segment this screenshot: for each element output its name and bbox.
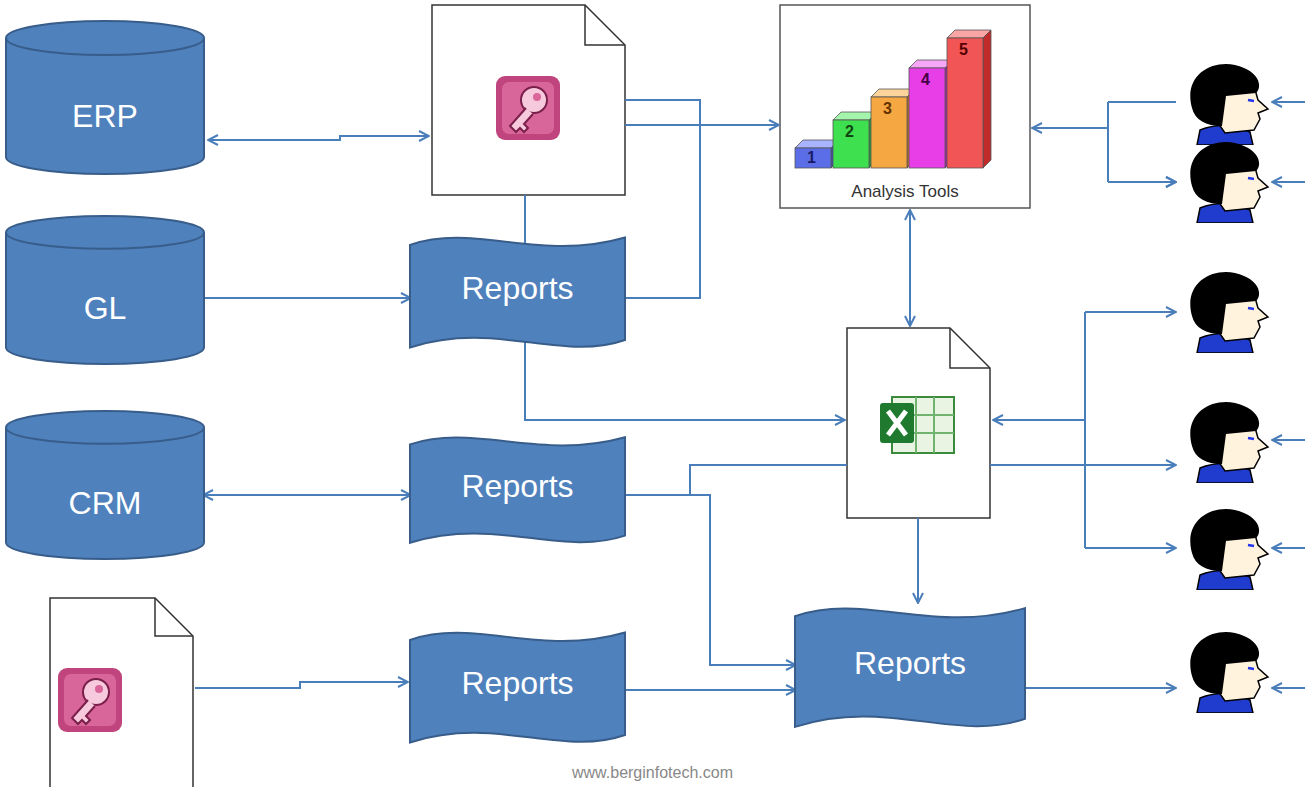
- watermark: www.berginfotech.com: [572, 764, 733, 782]
- person-icon: [1190, 272, 1268, 353]
- person-icon: [1190, 509, 1268, 590]
- report-shape: Reports: [795, 600, 1025, 735]
- report-shape: Reports: [410, 230, 625, 355]
- cylinder-outline: [5, 20, 205, 175]
- bar-number: 4: [921, 71, 930, 89]
- access-document: [50, 598, 193, 787]
- excel-document: [847, 328, 990, 518]
- node-label: Reports: [854, 645, 966, 682]
- flow-arrow: [203, 297, 411, 299]
- node-label: Reports: [461, 665, 573, 702]
- node-label: GL: [84, 290, 127, 327]
- flow-lines: [195, 100, 1305, 688]
- flow-arrow: [624, 125, 779, 298]
- report-shape: Reports: [410, 625, 625, 750]
- person-icon: [1190, 632, 1268, 713]
- node-label: Reports: [461, 270, 573, 307]
- person-icon: [1190, 64, 1268, 145]
- bar-number: 2: [845, 123, 854, 141]
- flow-arrow: [624, 689, 796, 691]
- tool-caption: Analysis Tools: [851, 182, 958, 202]
- flow-arrow: [203, 494, 411, 496]
- access-document: [432, 5, 625, 195]
- analysis-tools-picture: [780, 5, 1030, 208]
- person-icon: [1190, 402, 1268, 483]
- node-label: Reports: [461, 468, 573, 505]
- database-cylinder: ERP: [5, 20, 205, 175]
- report-shape: Reports: [410, 430, 625, 550]
- person-icon: [1190, 142, 1268, 223]
- database-cylinder: GL: [5, 215, 205, 365]
- person-icons: [1190, 64, 1268, 713]
- flow-arrow: [624, 495, 796, 665]
- bar-number: 1: [807, 149, 816, 167]
- database-cylinder: CRM: [5, 410, 205, 560]
- node-label: ERP: [72, 98, 138, 135]
- bar-number: 3: [883, 100, 892, 118]
- bar-number: 5: [959, 41, 968, 59]
- node-label: CRM: [69, 485, 142, 522]
- analysis-tools-box: Analysis Tools: [780, 5, 1030, 208]
